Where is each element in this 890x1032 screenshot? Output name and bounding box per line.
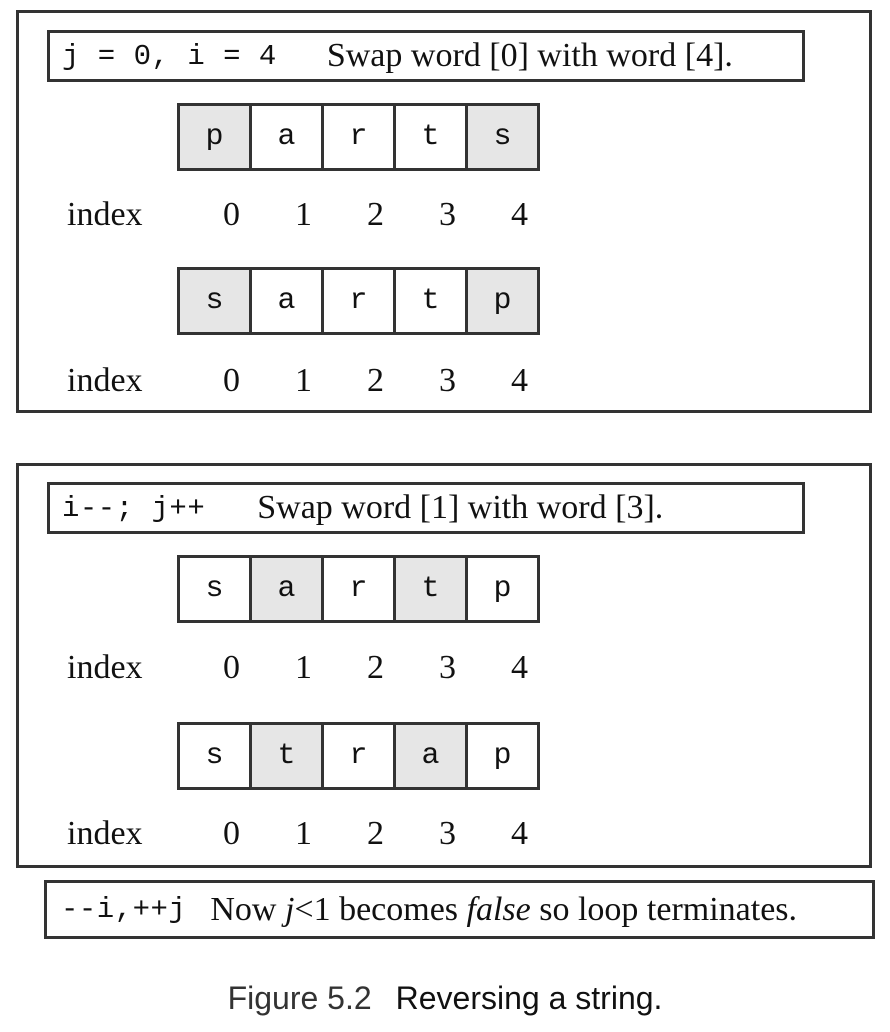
array-cell: t (249, 722, 324, 790)
step-1-description: Swap word [0] with word [4]. (326, 37, 733, 74)
figure-caption: Figure 5.2 Reversing a string. (0, 980, 890, 1017)
index-number: 0 (223, 815, 240, 852)
array-cell: p (177, 103, 252, 171)
array-cell: a (249, 555, 324, 623)
index-row-1-before: index 0 1 2 3 4 (67, 195, 557, 235)
figure-number: Figure 5.2 (227, 980, 372, 1016)
index-number: 0 (223, 196, 240, 233)
index-number: 3 (439, 815, 456, 852)
array-cell: t (393, 555, 468, 623)
array-row-2-after: s t r a p (177, 722, 540, 790)
array-cell: p (465, 267, 540, 335)
step-panel-2: i--; j++ Swap word [1] with word [3]. s … (16, 463, 872, 868)
index-number: 4 (511, 649, 528, 686)
termination-description: Now j<1 becomes false so loop terminates… (210, 891, 797, 929)
index-label: index (67, 362, 143, 399)
index-number: 1 (295, 196, 312, 233)
loop-variable-j: j (284, 890, 295, 928)
index-number: 3 (439, 362, 456, 399)
index-number: 1 (295, 815, 312, 852)
termination-text-after: so loop terminates. (530, 890, 798, 928)
step-panel-1: j = 0, i = 4 Swap word [0] with word [4]… (16, 10, 872, 413)
index-number: 1 (295, 649, 312, 686)
termination-text-before: Now (210, 890, 285, 928)
step-2-description: Swap word [1] with word [3]. (257, 489, 664, 526)
index-number: 2 (367, 649, 384, 686)
array-cell: a (249, 103, 324, 171)
step-2-label: i--; j++ Swap word [1] with word [3]. (47, 482, 805, 534)
array-cell: p (465, 555, 540, 623)
index-number: 4 (511, 362, 528, 399)
index-number: 2 (367, 196, 384, 233)
index-row-2-before: index 0 1 2 3 4 (67, 648, 557, 688)
index-number: 3 (439, 196, 456, 233)
array-row-2-before: s a r t p (177, 555, 540, 623)
index-number: 4 (511, 196, 528, 233)
step-2-code: i--; j++ (62, 491, 206, 525)
termination-code: --i,++j (61, 893, 187, 926)
array-cell: a (249, 267, 324, 335)
index-number: 0 (223, 362, 240, 399)
index-row-1-after: index 0 1 2 3 4 (67, 361, 557, 401)
array-cell: s (465, 103, 540, 171)
index-number: 2 (367, 362, 384, 399)
array-cell: p (465, 722, 540, 790)
array-cell: a (393, 722, 468, 790)
array-cell: t (393, 267, 468, 335)
index-number: 1 (295, 362, 312, 399)
step-1-label: j = 0, i = 4 Swap word [0] with word [4]… (47, 30, 805, 82)
array-row-1-before: p a r t s (177, 103, 540, 171)
termination-condition: <1 becomes (294, 890, 467, 928)
index-row-2-after: index 0 1 2 3 4 (67, 814, 557, 854)
array-row-1-after: s a r t p (177, 267, 540, 335)
index-number: 2 (367, 815, 384, 852)
index-number: 4 (511, 815, 528, 852)
array-cell: s (177, 722, 252, 790)
false-keyword: false (466, 890, 531, 928)
index-number: 0 (223, 649, 240, 686)
array-cell: s (177, 555, 252, 623)
array-cell: r (321, 722, 396, 790)
index-label: index (67, 649, 143, 686)
step-1-code: j = 0, i = 4 (62, 39, 277, 73)
termination-step-label: --i,++j Now j<1 becomes false so loop te… (44, 880, 875, 939)
index-number: 3 (439, 649, 456, 686)
array-cell: r (321, 555, 396, 623)
array-cell: r (321, 103, 396, 171)
array-cell: t (393, 103, 468, 171)
index-label: index (67, 196, 143, 233)
index-label: index (67, 815, 143, 852)
figure-title: Reversing a string. (395, 980, 663, 1016)
array-cell: r (321, 267, 396, 335)
array-cell: s (177, 267, 252, 335)
